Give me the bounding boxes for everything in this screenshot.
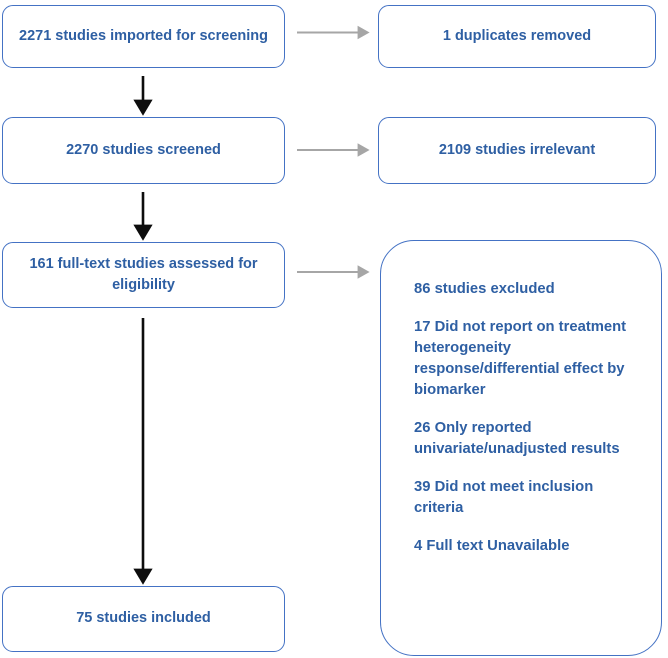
node-studies-screened: 2270 studies screened (2, 117, 285, 184)
excluded-reason-1: 17 Did not report on treatment heterogen… (414, 319, 627, 398)
node-studies-imported: 2271 studies imported for screening (2, 5, 285, 68)
node-studies-excluded: 86 studies excluded 17 Did not report on… (380, 240, 662, 656)
node-studies-included: 75 studies included (2, 586, 285, 652)
node-duplicates-removed: 1 duplicates removed (378, 5, 656, 68)
node-fulltext-assessed: 161 full-text studies assessed for eligi… (2, 242, 285, 308)
excluded-heading: 86 studies excluded (414, 281, 555, 297)
excluded-reason-4: 4 Full text Unavailable (414, 538, 570, 554)
excluded-reason-3: 39 Did not meet inclusion criteria (414, 479, 594, 516)
excluded-reason-2: 26 Only reported univariate/unadjusted r… (414, 420, 620, 457)
node-studies-irrelevant: 2109 studies irrelevant (378, 117, 656, 184)
